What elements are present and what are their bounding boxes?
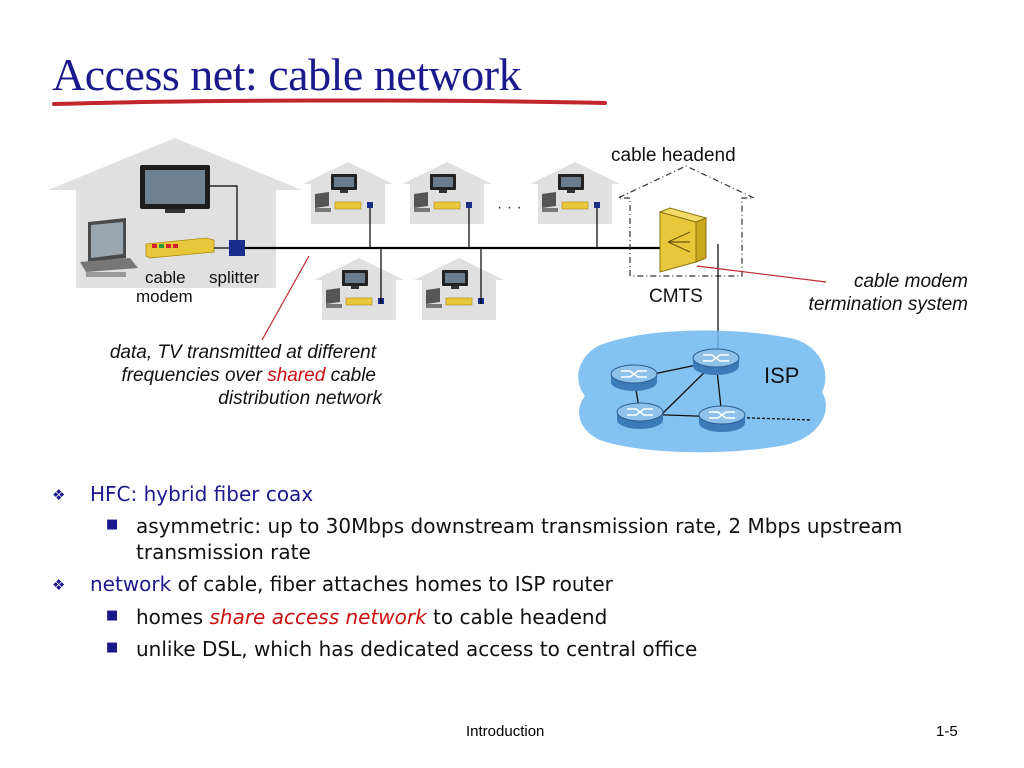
- router-icon-1: [610, 364, 658, 392]
- bullet-square-icon: ■: [106, 608, 119, 623]
- home-top-3: [529, 161, 621, 225]
- bullet-asymmetric-line1: ■ asymmetric: up to 30Mbps downstream tr…: [106, 514, 903, 538]
- caption-line3: distribution network: [218, 388, 383, 409]
- splitter-label: splitter: [209, 268, 259, 287]
- bullet-homes-em: share access network: [209, 605, 427, 629]
- footer-section-title: Introduction: [466, 723, 545, 740]
- bullet-square-icon: ■: [106, 640, 119, 655]
- home-top-1: [302, 161, 394, 225]
- home-bottom-2: [413, 257, 505, 321]
- bullet-hfc-term: HFC:: [90, 482, 138, 506]
- cmts-description-line1: cable modem: [854, 271, 968, 292]
- router-icon-4: [698, 405, 746, 433]
- cable-modem-icon: [145, 237, 215, 259]
- computer-icon: [80, 218, 138, 277]
- caption-line2-pre: frequencies over: [121, 365, 267, 386]
- isp-cloud: [578, 330, 826, 453]
- cable-headend-label: cable headend: [611, 145, 736, 166]
- cmts-pointer-line: [696, 265, 827, 283]
- cmts-label: CMTS: [649, 286, 703, 307]
- caption-line1: data, TV transmitted at different: [110, 342, 377, 363]
- bullet-homes-pre: homes: [136, 605, 210, 629]
- bullet-homes-share: ■ homes share access network to cable he…: [106, 605, 608, 629]
- bullet-square-icon: ■: [106, 517, 119, 532]
- slide-title: Access net: cable network: [52, 49, 522, 100]
- splitter-icon: [229, 240, 245, 256]
- bullet-network-term: network: [90, 572, 172, 596]
- caption-line2: frequencies over shared cable: [121, 365, 376, 386]
- main-home: [48, 138, 302, 288]
- home-bottom-1: [313, 257, 405, 321]
- homes-ellipsis: · · ·: [497, 199, 522, 216]
- home-top-2: [401, 161, 493, 225]
- footer-page-number: 1-5: [936, 723, 958, 740]
- distribution-cable: [245, 208, 672, 304]
- caption-pointer-line: [261, 255, 310, 341]
- bullet-diamond-icon: ❖: [52, 486, 66, 504]
- cable-modem-label-1: cable: [145, 268, 186, 287]
- bullet-asymmetric-text2: transmission rate: [136, 540, 311, 564]
- bullet-hfc-text: hybrid fiber coax: [137, 482, 314, 506]
- bullet-network: ❖ network of cable, fiber attaches homes…: [52, 572, 613, 596]
- cable-headend-outline: [617, 165, 755, 277]
- cable-modem-label-2: modem: [136, 287, 193, 306]
- router-icon-3: [616, 402, 664, 430]
- caption-line2-post: cable: [325, 365, 376, 386]
- tv-icon: [140, 165, 210, 213]
- bullet-hfc: ❖ HFC: hybrid fiber coax: [52, 482, 314, 506]
- router-icon-2: [692, 348, 740, 376]
- bullet-asymmetric-line2: transmission rate: [136, 540, 311, 564]
- bullet-homes-post: to cable headend: [426, 605, 608, 629]
- bullet-unlike-dsl: ■ unlike DSL, which has dedicated access…: [106, 637, 698, 661]
- cmts-description-line2: termination system: [809, 294, 968, 315]
- bullet-unlike-dsl-text: unlike DSL, which has dedicated access t…: [136, 637, 698, 661]
- caption-line2-em: shared: [267, 365, 327, 386]
- bullet-asymmetric-text1: asymmetric: up to 30Mbps downstream tran…: [136, 514, 903, 538]
- bullet-network-text: of cable, fiber attaches homes to ISP ro…: [171, 572, 613, 596]
- isp-label: ISP: [764, 363, 799, 388]
- bullet-diamond-icon: ❖: [52, 576, 66, 594]
- title-underline: [52, 98, 607, 106]
- cmts-icon: [658, 207, 708, 273]
